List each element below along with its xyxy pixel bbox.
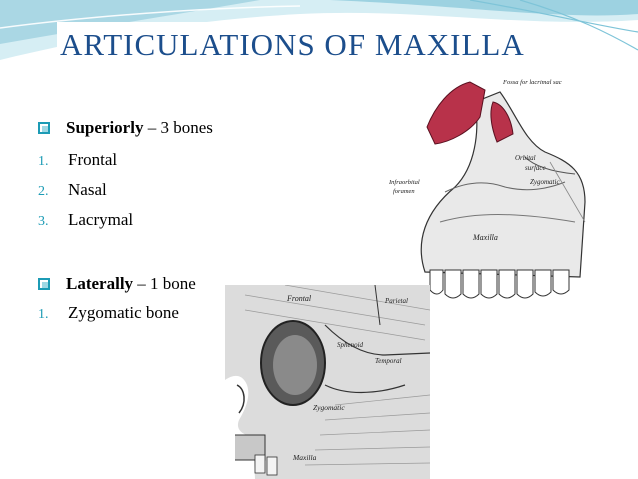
slide-title: ARTICULATIONS OF MAXILLA: [60, 27, 525, 62]
bullet-laterally: Laterally – 1 bone: [38, 274, 196, 294]
list-label: Lacrymal: [68, 210, 134, 229]
list-item: 2. Nasal: [38, 180, 107, 200]
list-number: 3.: [38, 214, 49, 229]
label-foramen: foramen: [393, 188, 415, 195]
list-item: 1. Frontal: [38, 150, 117, 170]
list-item: 1. Zygomatic bone: [38, 303, 179, 323]
list-number: 2.: [38, 184, 49, 199]
label-sphenoid: Sphenoid: [337, 341, 364, 349]
checkbox-bullet-icon: [38, 278, 50, 290]
label-maxilla: Maxilla: [472, 233, 498, 242]
bullet-superiorly: Superiorly – 3 bones: [38, 118, 213, 138]
checkbox-bullet-icon: [38, 122, 50, 134]
label-fossa: Fossa for lacrimal sac: [502, 79, 562, 86]
bullet-detail: – 3 bones: [143, 118, 213, 137]
bullet-heading: Laterally: [66, 274, 134, 293]
title-box: [57, 22, 569, 74]
label-zygomatic: Zygomatic: [530, 178, 560, 186]
label-maxilla: Maxilla: [292, 453, 317, 462]
bullet-heading: Superiorly: [66, 118, 144, 137]
label-infraorbital: Infraorbital: [388, 179, 420, 186]
list-label: Zygomatic bone: [68, 303, 179, 322]
list-number: 1.: [38, 154, 49, 169]
header-wave-decoration: [0, 0, 638, 60]
maxilla-illustration: Fossa for lacrimal sac Orbital surface Z…: [385, 72, 600, 302]
label-frontal: Frontal: [286, 294, 312, 303]
list-number: 1.: [38, 307, 49, 322]
list-item: 3. Lacrymal: [38, 210, 133, 230]
label-temporal: Temporal: [375, 357, 402, 365]
label-zygomatic: Zygomatic: [313, 403, 345, 412]
list-label: Frontal: [68, 150, 118, 169]
label-parietal: Parietal: [384, 297, 408, 305]
skull-illustration: Frontal Parietal Sphenoid Temporal Zygom…: [225, 285, 430, 479]
label-orbital: Orbital: [515, 154, 536, 162]
list-label: Nasal: [68, 180, 107, 199]
bullet-detail: – 1 bone: [133, 274, 196, 293]
label-surface: surface: [525, 164, 546, 172]
